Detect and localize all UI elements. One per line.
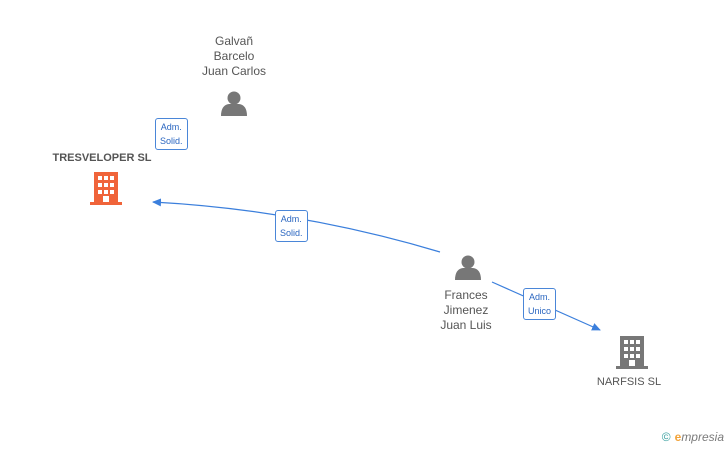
person-name-galvan[interactable]: Galvañ Barcelo Juan Carlos [194,34,274,79]
edge-label-line: Unico [528,306,552,316]
company-name-narfsis[interactable]: NARFSIS SL [596,376,662,388]
empresia-watermark[interactable]: ©empresia [662,430,724,444]
person-name-line: Juan Luis [440,318,492,332]
edge-label-line: Solid. [160,136,183,146]
brand-initial: e [674,430,682,444]
person-name-line: Barcelo [213,49,255,63]
edge-label-adm-solid: Adm. Solid. [275,210,308,242]
person-name-frances[interactable]: Frances Jimenez Juan Luis [426,288,506,333]
building-icon[interactable] [616,336,648,369]
person-name-line: Frances [444,288,488,302]
copyright-icon: © [661,430,671,444]
person-name-line: Galvañ [214,34,254,48]
person-icon[interactable] [455,255,481,281]
person-icon[interactable] [221,91,247,117]
edge-label-line: Adm. [280,214,302,224]
brand-text: mpresia [681,430,724,444]
edge-label-adm-solid: Adm. Solid. [155,118,188,150]
edge-label-line: Adm. [529,292,551,302]
building-icon[interactable] [90,172,122,205]
edge-label-adm-unico: Adm. Unico [523,288,557,320]
edge-label-line: Solid. [280,228,303,238]
person-name-line: Jimenez [443,303,489,317]
person-name-line: Juan Carlos [201,64,267,78]
company-name-tresveloper[interactable]: TRESVELOPER SL [52,152,152,164]
edge-label-line: Adm. [160,122,182,132]
